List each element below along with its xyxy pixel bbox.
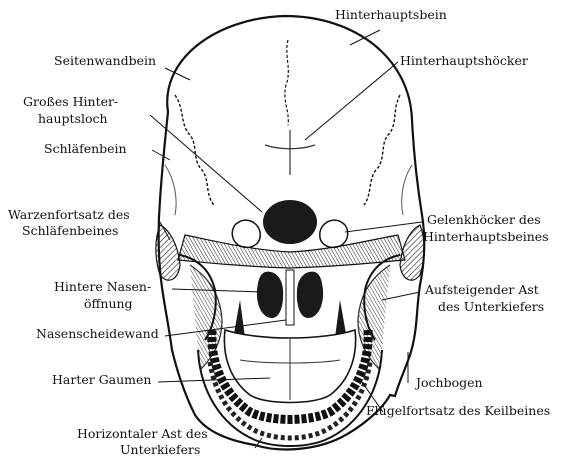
label-horizontaler-ast-2: Unterkiefers (120, 443, 200, 457)
label-nasenscheidewand: Nasenscheidewand (36, 327, 159, 341)
label-schlaefenbein: Schläfenbein (44, 142, 127, 156)
label-grosses-hinterhauptsloch-2: hauptsloch (38, 112, 108, 126)
label-seitenwandbein: Seitenwandbein (54, 54, 156, 68)
vomer (286, 270, 294, 325)
label-horizontaler-ast-1: Horizontaler Ast des (77, 427, 208, 441)
label-harter-gaumen: Harter Gaumen (52, 373, 152, 387)
label-aufsteigender-ast-1: Aufsteigender Ast (425, 283, 539, 297)
label-fluegelfortsatz: Flügelfortsatz des Keilbeines (366, 404, 550, 418)
label-hinterhauptshoecker: Hinterhauptshöcker (400, 54, 528, 68)
label-hinterhauptsbein: Hinterhauptsbein (335, 8, 447, 22)
label-gelenkhoecker-2: Hinterhauptsbeines (423, 230, 549, 244)
label-hintere-nasenoeffnung-1: Hintere Nasen- (54, 280, 151, 294)
label-grosses-hinterhauptsloch-1: Großes Hinter- (23, 95, 118, 109)
condyle-left (232, 220, 260, 247)
label-jochbogen: Jochbogen (416, 376, 483, 390)
label-gelenkhoecker-1: Gelenkhöcker des (427, 213, 541, 227)
label-warzenfortsatz-1: Warzenfortsatz des (8, 208, 130, 222)
label-aufsteigender-ast-2: des Unterkiefers (438, 300, 544, 314)
condyle-right (320, 220, 348, 247)
label-hintere-nasenoeffnung-2: öffnung (84, 297, 133, 311)
label-warzenfortsatz-2: Schläfenbeines (22, 224, 118, 238)
foramen-magnum (263, 200, 317, 244)
